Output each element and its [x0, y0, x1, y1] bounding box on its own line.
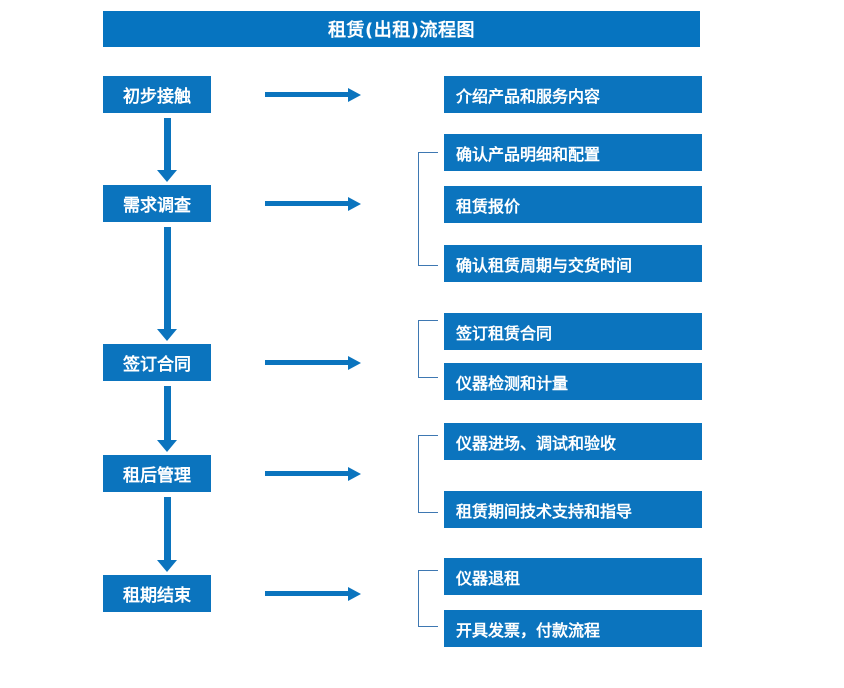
- group-bracket-租后管理: [418, 435, 438, 513]
- task-box-租赁报价[interactable]: 租赁报价: [444, 186, 702, 223]
- group-bracket-需求调查: [418, 152, 438, 266]
- down-arrow-icon-4: [157, 497, 177, 572]
- right-arrow-icon-1: [265, 87, 361, 103]
- task-box-确认产品明细和配置[interactable]: 确认产品明细和配置: [444, 134, 702, 171]
- stage-box-租期结束[interactable]: 租期结束: [103, 575, 211, 612]
- stage-box-签订合同[interactable]: 签订合同: [103, 344, 211, 381]
- down-arrow-icon-3: [157, 386, 177, 452]
- task-box-开具发票付款流程[interactable]: 开具发票，付款流程: [444, 610, 702, 647]
- stage-box-需求调查[interactable]: 需求调查: [103, 185, 211, 222]
- task-box-仪器退租[interactable]: 仪器退租: [444, 558, 702, 595]
- page-title: 租赁(出租)流程图: [103, 11, 700, 47]
- right-arrow-icon-3: [265, 355, 361, 371]
- down-arrow-icon-2: [157, 227, 177, 341]
- group-bracket-签订合同: [418, 320, 438, 378]
- task-box-仪器检测和计量[interactable]: 仪器检测和计量: [444, 363, 702, 400]
- task-box-仪器进场调试和验收[interactable]: 仪器进场、调试和验收: [444, 423, 702, 460]
- group-bracket-租期结束: [418, 570, 438, 627]
- right-arrow-icon-5: [265, 586, 361, 602]
- right-arrow-icon-4: [265, 466, 361, 482]
- stage-box-租后管理[interactable]: 租后管理: [103, 455, 211, 492]
- stage-box-初步接触[interactable]: 初步接触: [103, 76, 211, 113]
- task-box-签订租赁合同[interactable]: 签订租赁合同: [444, 313, 702, 350]
- right-arrow-icon-2: [265, 196, 361, 212]
- task-box-介绍产品和服务内容[interactable]: 介绍产品和服务内容: [444, 76, 702, 113]
- down-arrow-icon-1: [157, 118, 177, 182]
- task-box-租赁期间技术支持和指导[interactable]: 租赁期间技术支持和指导: [444, 491, 702, 528]
- task-box-确认租赁周期与交货时间[interactable]: 确认租赁周期与交货时间: [444, 245, 702, 282]
